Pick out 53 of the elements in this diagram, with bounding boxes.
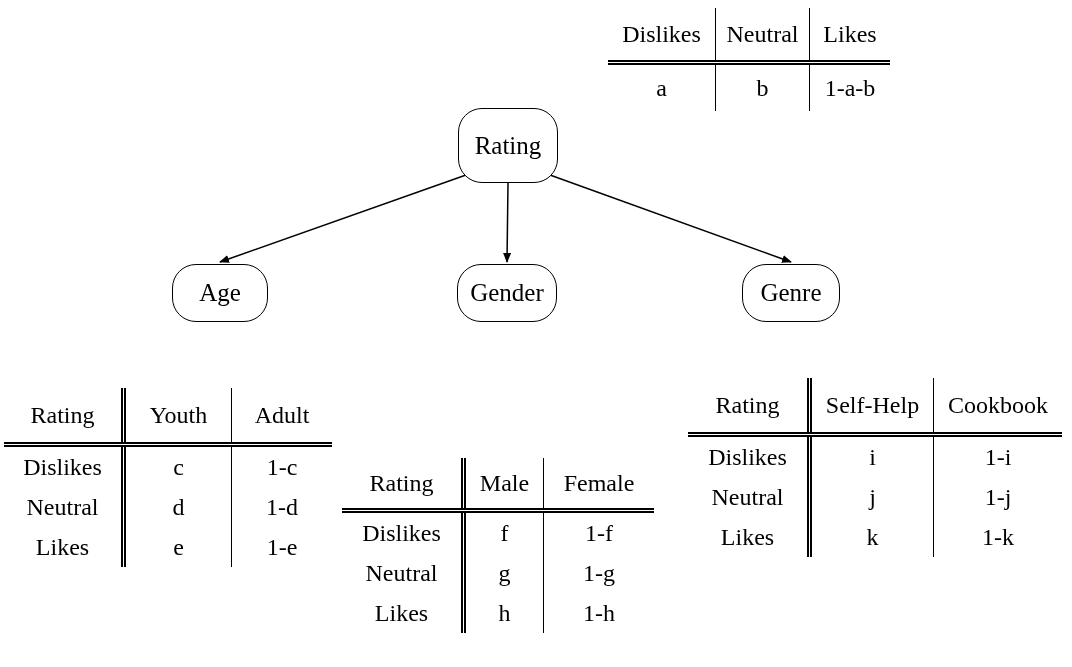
column-header: Neutral — [726, 20, 799, 49]
arrow — [503, 182, 512, 263]
probability-value: c — [173, 453, 184, 482]
rounded-node — [172, 264, 268, 322]
node-label: Genre — [760, 278, 822, 309]
probability-value: 1-i — [984, 443, 1012, 472]
probability-value: 1-f — [585, 519, 613, 548]
column-header: Self-Help — [825, 391, 920, 420]
column-header: Rating — [369, 469, 434, 498]
probability-value: 1-k — [982, 523, 1014, 552]
rounded-node — [457, 264, 557, 322]
node-label: Gender — [470, 278, 544, 309]
probability-value: 1-g — [583, 559, 615, 588]
probability-value: i — [869, 443, 876, 472]
column-header: Cookbook — [948, 391, 1048, 420]
probability-value: 1-h — [583, 599, 615, 628]
probability-value: j — [869, 483, 876, 512]
row-label: Likes — [35, 533, 90, 562]
probability-value: k — [866, 523, 879, 552]
probability-value: g — [498, 559, 511, 588]
row-label: Dislikes — [23, 453, 102, 482]
column-header: Dislikes — [622, 20, 701, 49]
node-label: Age — [199, 278, 241, 309]
rounded-node — [458, 108, 558, 183]
row-label: a — [656, 74, 667, 103]
probability-value: b — [756, 74, 769, 103]
row-label: Neutral — [26, 493, 99, 522]
arrow — [219, 174, 467, 263]
rounded-node — [742, 264, 840, 322]
probability-value: 1-d — [266, 493, 298, 522]
probability-value: 1-e — [266, 533, 298, 562]
column-header: Rating — [30, 401, 95, 430]
row-label: Dislikes — [708, 443, 787, 472]
row-label: Likes — [374, 599, 429, 628]
probability-value: h — [498, 599, 511, 628]
row-label: Dislikes — [362, 519, 441, 548]
column-header: Likes — [823, 20, 877, 49]
probability-value: 1-j — [984, 483, 1012, 512]
probability-value: 1-a-b — [824, 74, 876, 103]
node-label: Rating — [474, 130, 542, 161]
row-label: Neutral — [711, 483, 784, 512]
probability-value: d — [172, 493, 185, 522]
probability-value: e — [173, 533, 184, 562]
column-header: Youth — [149, 401, 208, 430]
arrow — [549, 174, 792, 263]
probability-value: 1-c — [266, 453, 298, 482]
probability-value: f — [500, 519, 509, 548]
column-header: Rating — [715, 391, 780, 420]
column-header: Male — [479, 469, 530, 498]
column-header: Adult — [254, 401, 310, 430]
row-label: Likes — [720, 523, 775, 552]
column-header: Female — [563, 469, 635, 498]
row-label: Neutral — [365, 559, 438, 588]
